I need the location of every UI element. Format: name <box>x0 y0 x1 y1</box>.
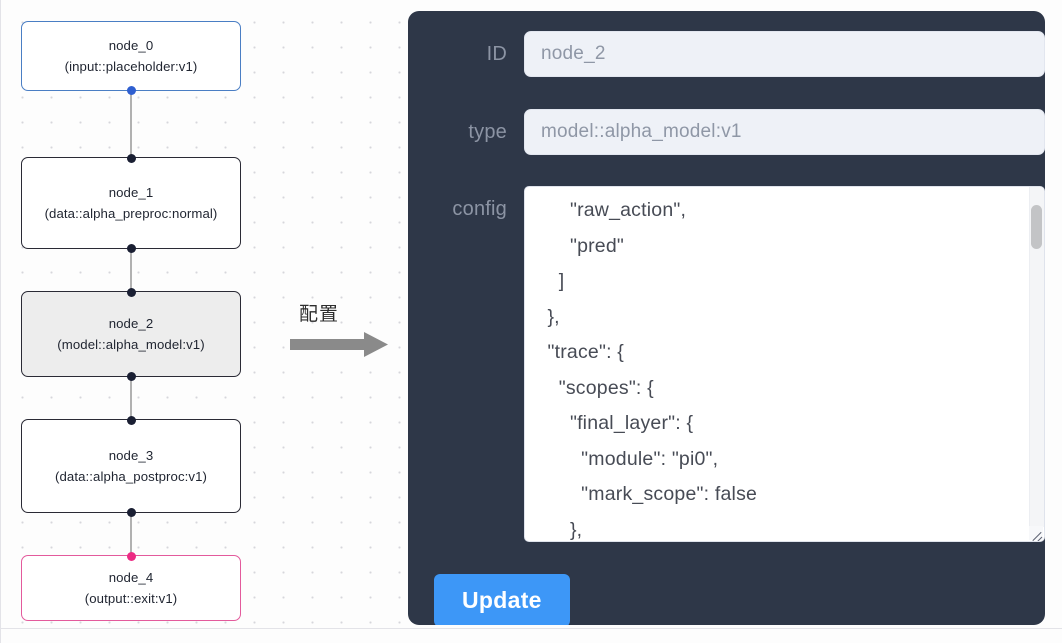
graph-node-node_3[interactable]: node_3 (data::alpha_postproc:v1) <box>21 415 241 517</box>
id-field-label: ID <box>486 43 507 65</box>
type-field-label: type <box>468 121 507 143</box>
config-textarea-content[interactable]: "raw_action", "pred" ] }, "trace": { "sc… <box>547 199 758 541</box>
edge-node0-node1 <box>130 91 132 157</box>
id-input[interactable]: node_2 <box>524 31 1045 77</box>
edge-node2-node3 <box>130 377 132 419</box>
node_1-input-handle[interactable] <box>126 153 136 163</box>
config-resize-handle[interactable] <box>1029 526 1043 540</box>
edge-node1-node2 <box>130 249 132 291</box>
node-config-panel: ID node_2 type model::alpha_model:v1 con… <box>408 11 1045 625</box>
config-field-label: config <box>452 198 507 220</box>
config-textarea[interactable]: "raw_action", "pred" ] }, "trace": { "sc… <box>524 186 1045 542</box>
transition-label: 配置 <box>299 303 340 325</box>
graph-node-node_0[interactable]: node_0 (input::placeholder:v1) <box>21 21 241 95</box>
node_3-input-handle[interactable] <box>126 415 136 425</box>
node_3-id-label: node_3 <box>108 448 154 463</box>
node_4-id-label: node_4 <box>108 570 154 585</box>
node_0-type-label: (input::placeholder:v1) <box>64 59 198 74</box>
node_1-type-label: (data::alpha_preproc:normal) <box>44 206 218 221</box>
field-row-type: type model::alpha_model:v1 <box>408 109 1045 155</box>
canvas-bottom-border <box>0 628 1062 629</box>
node_2-input-handle[interactable] <box>126 287 136 297</box>
node_0-id-label: node_0 <box>108 38 154 53</box>
node_4-input-handle[interactable] <box>126 551 136 561</box>
node_2-type-label: (model::alpha_model:v1) <box>57 337 205 352</box>
node_1-output-handle[interactable] <box>126 243 136 253</box>
canvas-left-border <box>0 0 1 643</box>
graph-node-node_1[interactable]: node_1 (data::alpha_preproc:normal) <box>21 153 241 253</box>
node_1-id-label: node_1 <box>108 185 154 200</box>
graph-node-node_4[interactable]: node_4 (output::exit:v1) <box>21 551 241 621</box>
field-row-config: config "raw_action", "pred" ] }, "trace"… <box>408 186 1045 542</box>
right-arrow-icon <box>290 332 388 357</box>
type-input[interactable]: model::alpha_model:v1 <box>524 109 1045 155</box>
node_2-id-label: node_2 <box>108 316 154 331</box>
node_3-output-handle[interactable] <box>126 507 136 517</box>
node_4-type-label: (output::exit:v1) <box>84 591 178 606</box>
config-scrollbar-thumb[interactable] <box>1031 205 1042 249</box>
graph-node-node_2[interactable]: node_2 (model::alpha_model:v1) <box>21 287 241 381</box>
field-row-id: ID node_2 <box>408 31 1045 77</box>
config-scrollbar-track[interactable] <box>1029 187 1044 527</box>
node_3-type-label: (data::alpha_postproc:v1) <box>54 469 208 484</box>
node_2-output-handle[interactable] <box>126 371 136 381</box>
node_0-output-handle[interactable] <box>126 85 136 95</box>
update-button[interactable]: Update <box>434 574 570 625</box>
edge-node3-node4 <box>130 513 132 555</box>
